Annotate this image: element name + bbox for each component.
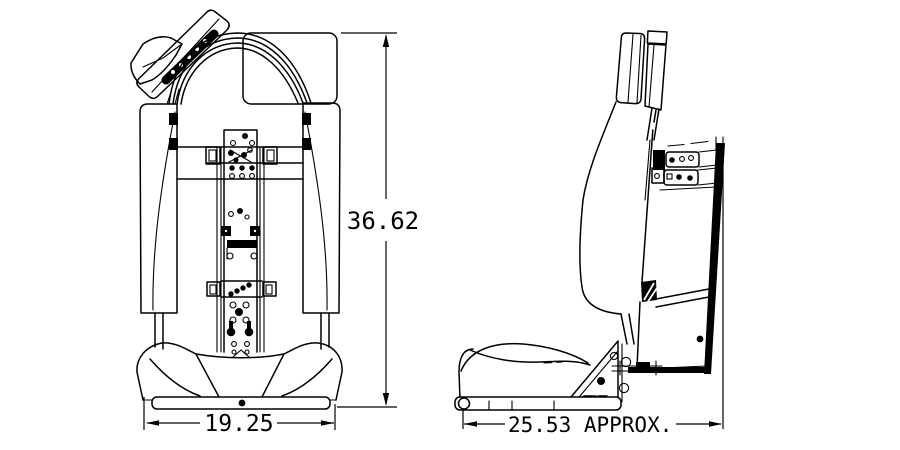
right-bolster	[302, 102, 341, 314]
side-headrest	[615, 30, 668, 141]
side-view	[454, 30, 725, 411]
frame-bottom-bar	[628, 367, 710, 373]
arrow-right	[321, 420, 334, 426]
upper-crossbar	[176, 146, 304, 180]
recliner-assembly	[565, 313, 708, 407]
pivot-bolt	[597, 377, 605, 385]
width-dimension-label: 19.25	[204, 411, 273, 437]
arrow-left	[146, 420, 159, 426]
adjust-lever	[636, 362, 650, 373]
height-dimension-label: 36.62	[347, 207, 419, 235]
rail-end-roller	[457, 397, 471, 410]
width-dimension: 19.25	[143, 397, 336, 437]
center-spine	[206, 129, 277, 358]
mount-brackets	[651, 140, 718, 191]
lower-posts	[154, 312, 330, 350]
side-seat-cushion	[454, 342, 622, 411]
rear-frame	[628, 136, 725, 374]
arrow-left	[464, 421, 477, 427]
front-dimensions: 36.62 19.25	[143, 32, 419, 437]
rear-rail	[704, 143, 725, 374]
height-dimension: 36.62	[337, 32, 419, 408]
side-dimension: 25.53 APPROX.	[462, 153, 724, 437]
front-seat-cushion	[136, 342, 343, 410]
side-backrest	[579, 101, 657, 315]
shoulder-arcs	[168, 32, 312, 105]
side-base-rail	[454, 396, 622, 411]
backrest-top-panel	[242, 32, 338, 105]
left-bolster	[139, 103, 178, 314]
arrow-up	[382, 34, 390, 47]
arrow-right	[709, 421, 722, 427]
base-center-bolt	[238, 399, 246, 407]
front-view	[130, 9, 343, 410]
arrow-down	[382, 393, 390, 406]
depth-dimension-label: 25.53 APPROX.	[508, 413, 672, 437]
